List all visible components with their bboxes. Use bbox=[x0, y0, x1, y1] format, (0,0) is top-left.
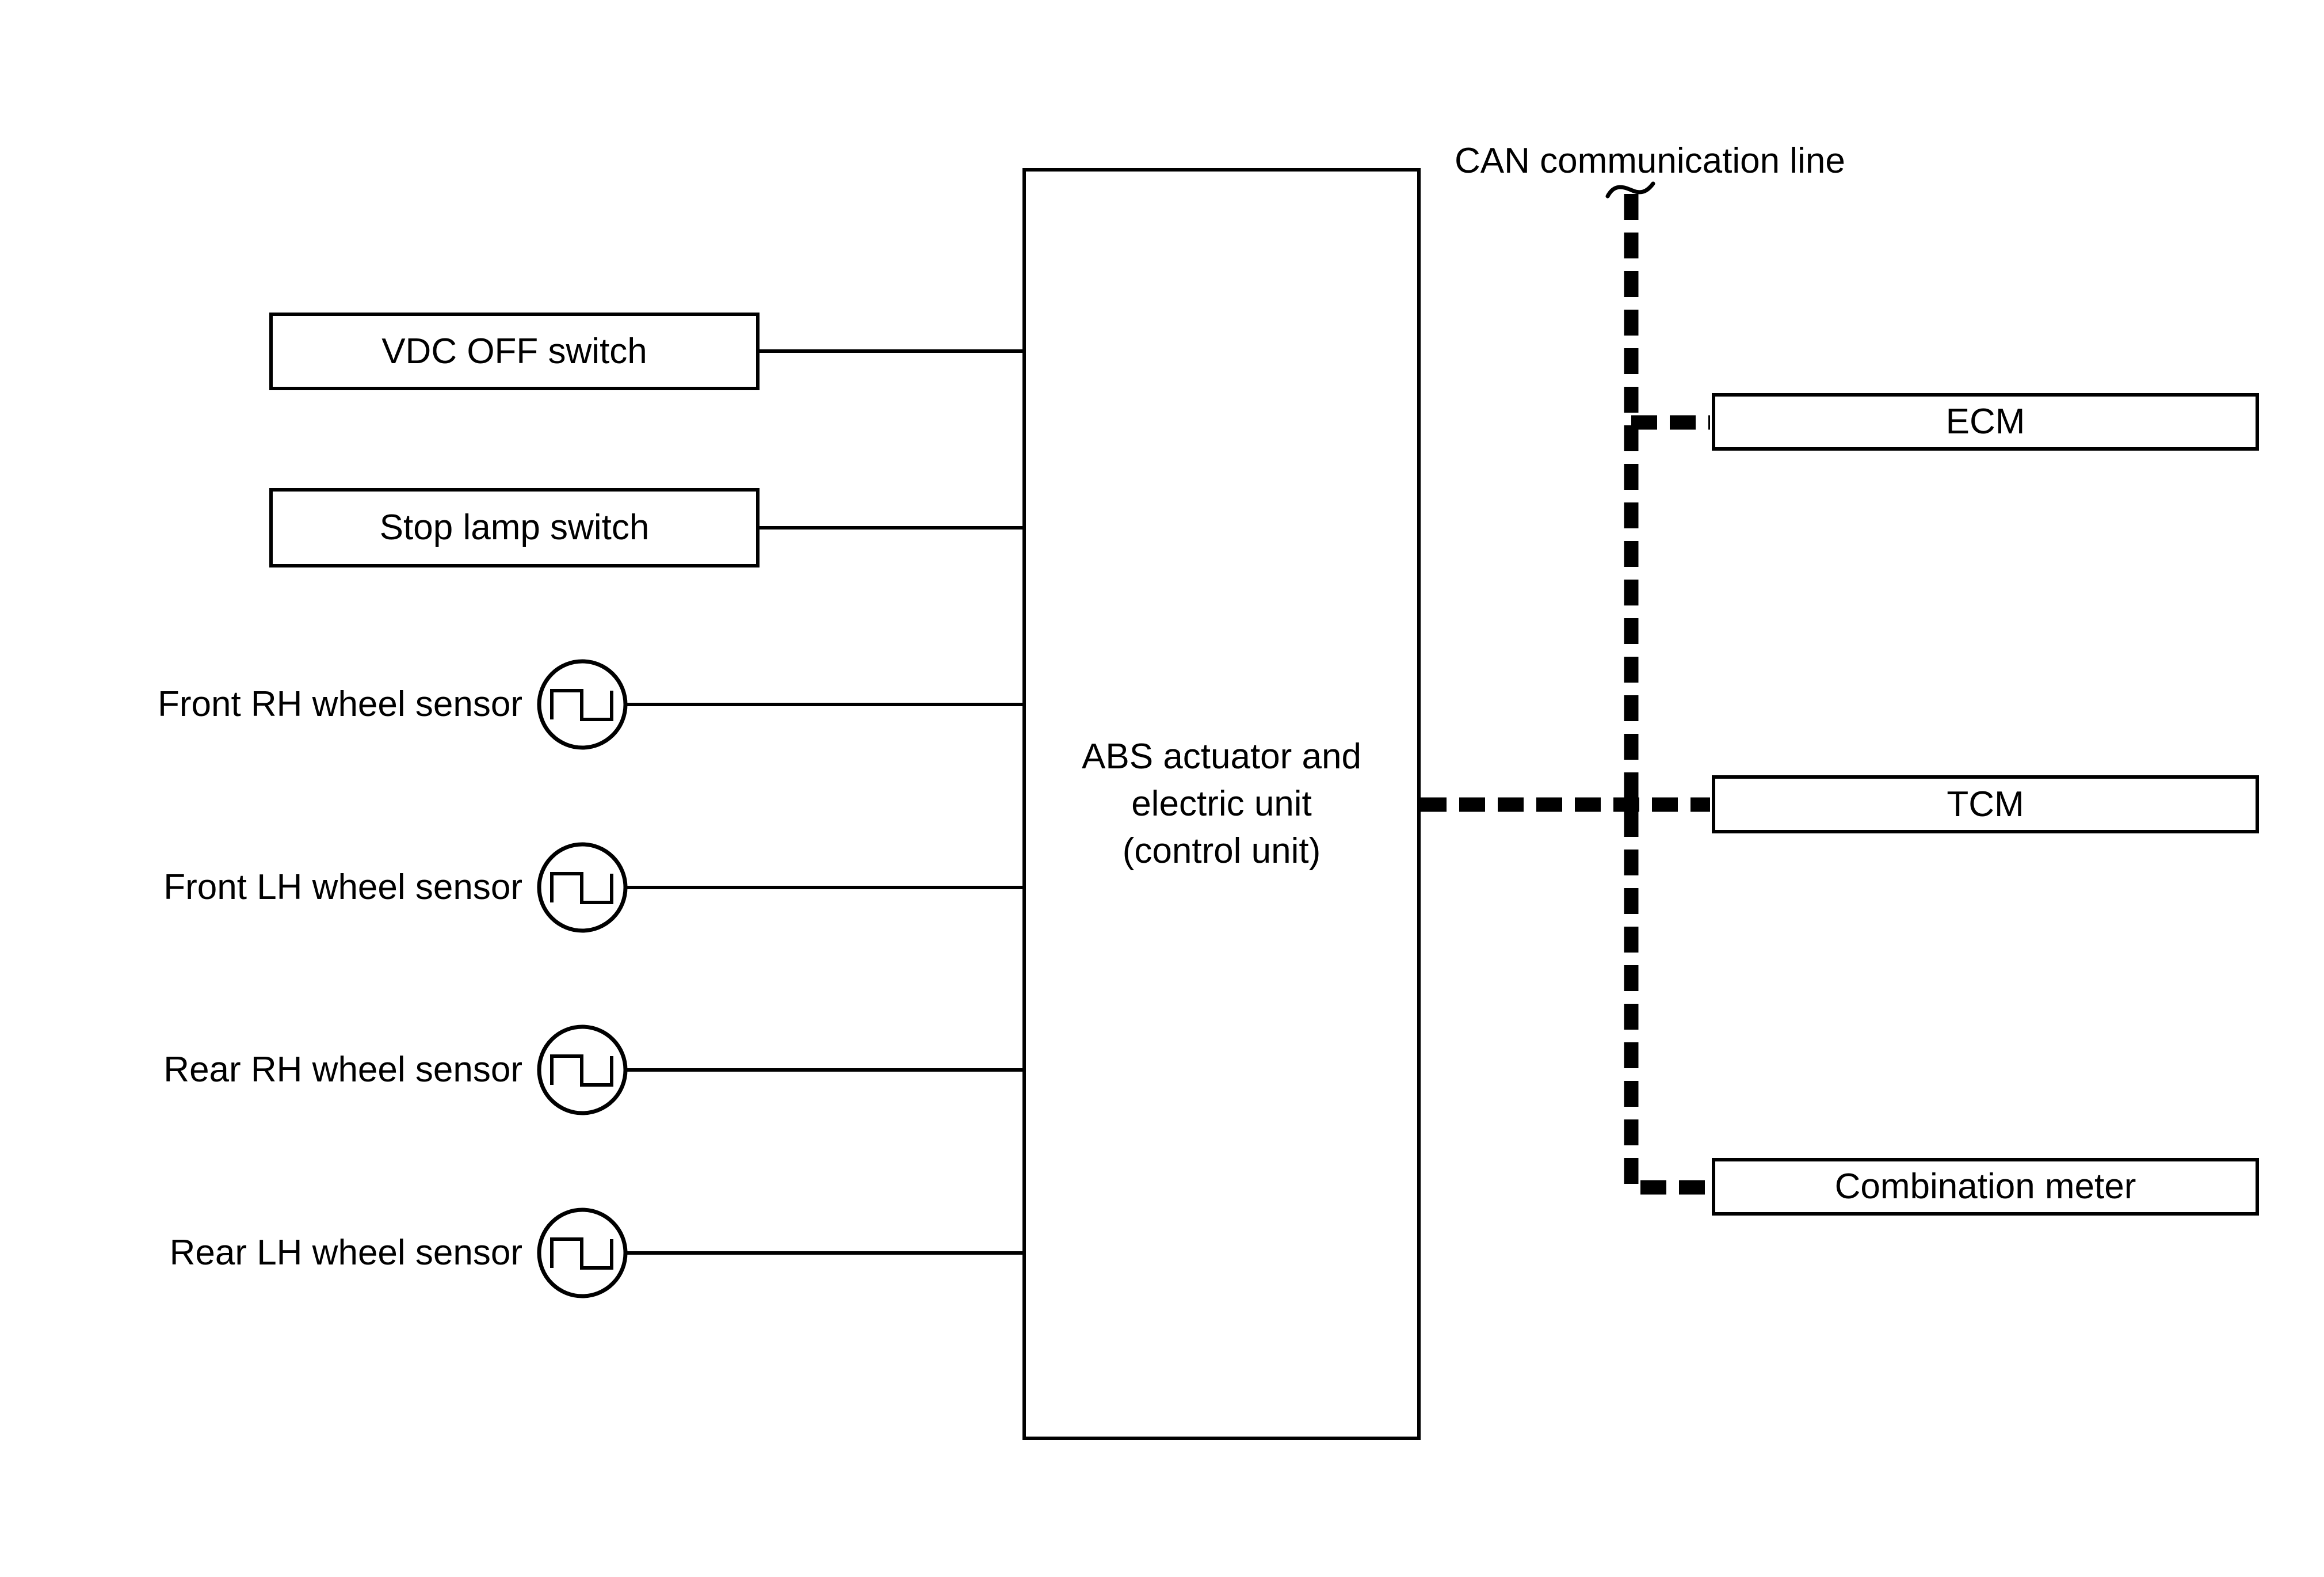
pulse-signal-icon bbox=[537, 842, 628, 933]
vdc-off-switch-box: VDC OFF switch bbox=[269, 313, 760, 390]
pulse-signal-icons bbox=[537, 659, 628, 1298]
wheel-sensor-label-rear-rh: Rear RH wheel sensor bbox=[163, 1050, 522, 1090]
abs-actuator-label-line1: ABS actuator and bbox=[1082, 737, 1361, 776]
pulse-signal-icon bbox=[537, 1024, 628, 1115]
vdc-off-switch-label: VDC OFF switch bbox=[381, 331, 647, 371]
combination-meter-box: Combination meter bbox=[1712, 1158, 2259, 1216]
wheel-sensor-label-front-rh: Front RH wheel sensor bbox=[157, 684, 522, 724]
wheel-sensor-label-rear-lh: Rear LH wheel sensor bbox=[169, 1233, 522, 1273]
abs-actuator-label-line2: electric unit bbox=[1131, 784, 1312, 824]
ecm-box: ECM bbox=[1712, 393, 2259, 451]
abs-actuator-label-line3: (control unit) bbox=[1122, 831, 1321, 871]
pulse-signal-icon bbox=[537, 659, 628, 750]
wheel-sensor-label-front-lh: Front LH wheel sensor bbox=[163, 867, 522, 907]
combination-meter-label: Combination meter bbox=[1834, 1167, 2136, 1206]
plain-connectors bbox=[625, 349, 1024, 1255]
pulse-signal-icon bbox=[537, 1207, 628, 1298]
stop-lamp-switch-label: Stop lamp switch bbox=[379, 508, 650, 547]
can-communication-label: CAN communication line bbox=[1455, 141, 1845, 181]
tcm-box: TCM bbox=[1712, 775, 2259, 833]
stop-lamp-switch-box: Stop lamp switch bbox=[269, 488, 760, 567]
abs-actuator-box: ABS actuator and electric unit (control … bbox=[1022, 168, 1421, 1440]
can-brace-squiggle bbox=[1605, 181, 1655, 199]
ecm-label: ECM bbox=[1945, 402, 2025, 441]
can-bus-lines bbox=[1421, 194, 1710, 1195]
can-bus-vertical-line bbox=[1624, 194, 1710, 1195]
tcm-label: TCM bbox=[1947, 784, 2024, 824]
